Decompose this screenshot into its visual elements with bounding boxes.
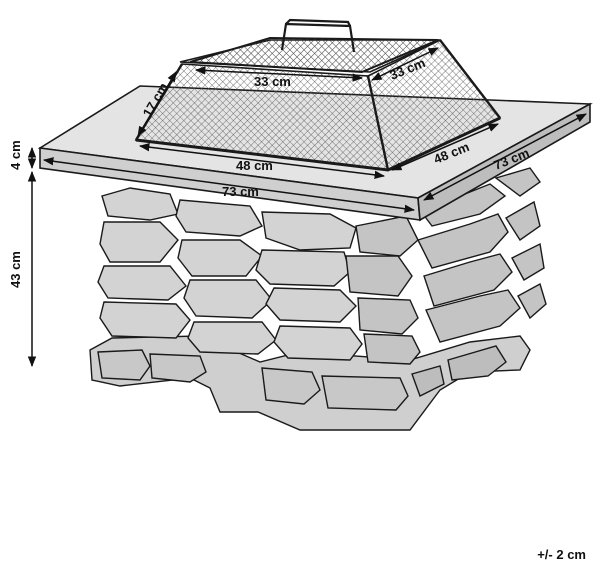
top-width-label: 73 cm	[222, 184, 259, 199]
lid-handle	[280, 18, 356, 53]
top-thickness-label: 4 cm	[8, 140, 23, 170]
tolerance-note: +/- 2 cm	[537, 547, 586, 562]
dimension-lines	[27, 47, 587, 368]
bowl-width-label: 48 cm	[236, 158, 273, 173]
lid-width-label: 33 cm	[254, 74, 291, 89]
base-height-label: 43 cm	[8, 251, 23, 288]
stone-base	[89, 167, 547, 431]
